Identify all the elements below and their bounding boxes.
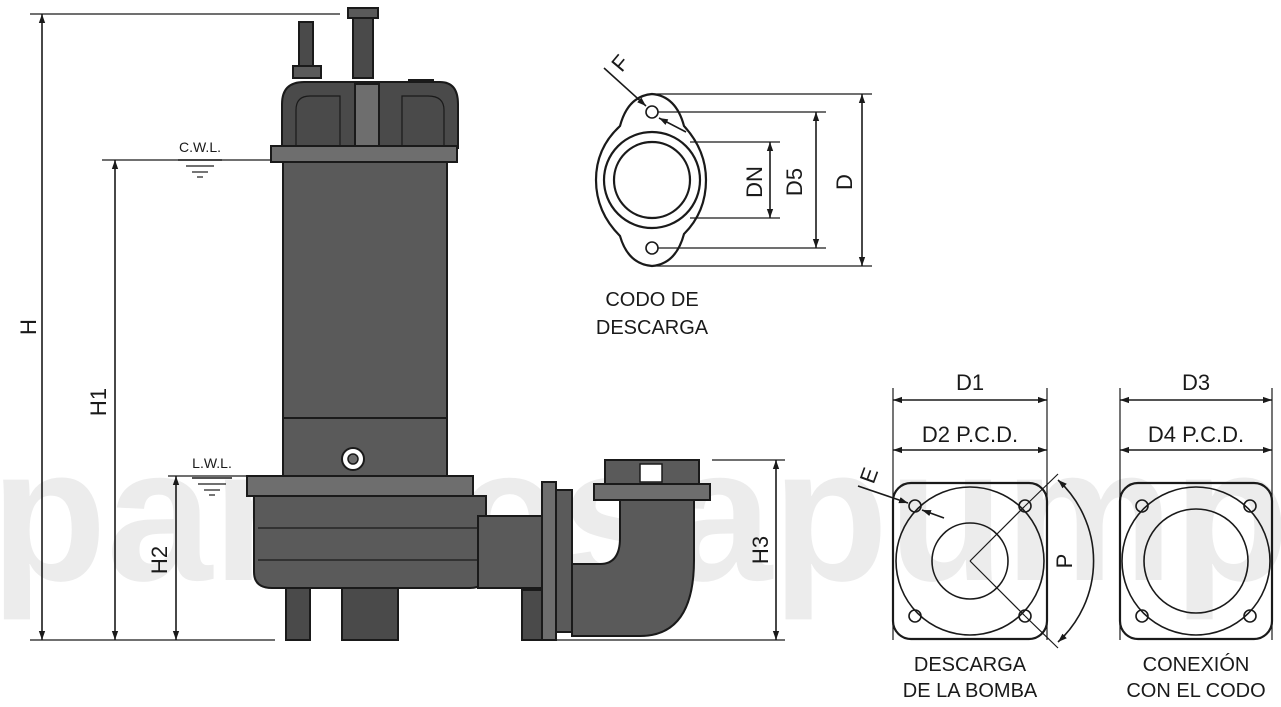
elbow-flange-bore — [612, 140, 692, 220]
dim-P-label: P — [1052, 554, 1077, 569]
dim-D5-label: D5 — [782, 168, 807, 196]
cable-gland-nut — [292, 65, 322, 79]
dim-D-label: D — [832, 174, 857, 190]
pump-bolt-hole-tl — [908, 499, 922, 513]
pump-elevation-view — [246, 7, 711, 641]
pump-discharge-caption-line1: DESCARGA — [914, 654, 1027, 676]
pump-discharge-view: D1 D2 P.C.D. P E DESCARGA DE LA BOMBA — [855, 370, 1095, 702]
elbow-conn-flange-square — [1118, 481, 1274, 641]
dim-F-arrow-out — [658, 117, 687, 133]
elbow-conn-caption-line2: CON EL CODO — [1126, 680, 1265, 702]
elbow-foot — [521, 589, 545, 641]
elbow-caption-line2: DESCARGA — [596, 317, 709, 339]
elbow-outlet-flange — [593, 483, 711, 501]
cwl-label: C.W.L. — [179, 139, 221, 155]
elbow-conn-outer-circle — [1121, 486, 1271, 636]
pump-flange-bore — [931, 522, 1009, 600]
discharge-elbow-body — [571, 499, 695, 637]
motor-top-flange — [270, 145, 458, 163]
motor-lower-housing — [282, 417, 448, 477]
volute-casing — [253, 495, 487, 589]
elbow-caption-line1: CODO DE — [605, 289, 698, 311]
pump-foot-center — [341, 587, 399, 641]
discharge-pipe — [477, 515, 545, 589]
elbow-conn-bolt-tl — [1135, 499, 1149, 513]
handle-post — [354, 83, 380, 147]
dim-H-label: H — [16, 319, 41, 335]
dim-E-arrow-out — [921, 509, 945, 519]
elbow-conn-bolt-tr — [1243, 499, 1257, 513]
pump-discharge-caption-line2: DE LA BOMBA — [903, 680, 1038, 702]
pump-bolt-hole-br — [1018, 609, 1032, 623]
elbow-flange-vertical — [541, 481, 557, 641]
dim-D4-label: D4 P.C.D. — [1148, 422, 1244, 447]
dim-H1-label: H1 — [86, 388, 111, 416]
discharge-elbow-view: DN D5 D F CODO DE DESCARGA — [594, 50, 872, 339]
elbow-conn-bolt-bl — [1135, 609, 1149, 623]
dim-D1-label: D1 — [956, 370, 984, 395]
dim-F-arrow-in — [603, 67, 647, 107]
elbow-connection-view: D3 D4 P.C.D. CONEXIÓN CON EL CODO — [1118, 370, 1274, 702]
dim-F-label: F — [606, 50, 634, 76]
dim-H2-label: H2 — [147, 546, 172, 574]
elevation-dimensions: H H1 C.W.L. L.W.L. H2 H3 — [16, 13, 785, 641]
pump-foot-left — [285, 587, 311, 641]
dim-E-arrow-in — [857, 485, 909, 504]
elbow-conn-bore — [1143, 508, 1249, 614]
volute-top-flange — [246, 475, 474, 497]
cable-gland-cap — [347, 7, 379, 19]
elbow-conn-bolt-br — [1243, 609, 1257, 623]
pump-bolt-hole-bl — [908, 609, 922, 623]
elbow-conn-caption-line1: CONEXIÓN — [1143, 653, 1250, 676]
dim-DN-label: DN — [742, 166, 767, 198]
dim-D3-label: D3 — [1182, 370, 1210, 395]
lwl-label: L.W.L. — [192, 455, 232, 471]
elbow-flange-plate — [555, 489, 573, 633]
dim-D2-label: D2 P.C.D. — [922, 422, 1018, 447]
pump-flange-square — [891, 481, 1049, 641]
dim-H3-label: H3 — [748, 536, 773, 564]
dim-P-arc — [1057, 479, 1095, 643]
cable-gland-right — [352, 11, 374, 79]
elbow-flange-bore-outer — [602, 130, 702, 230]
pump-bolt-hole-tr — [1018, 499, 1032, 513]
pump-flange-outer-circle — [895, 486, 1045, 636]
motor-housing — [282, 161, 448, 419]
